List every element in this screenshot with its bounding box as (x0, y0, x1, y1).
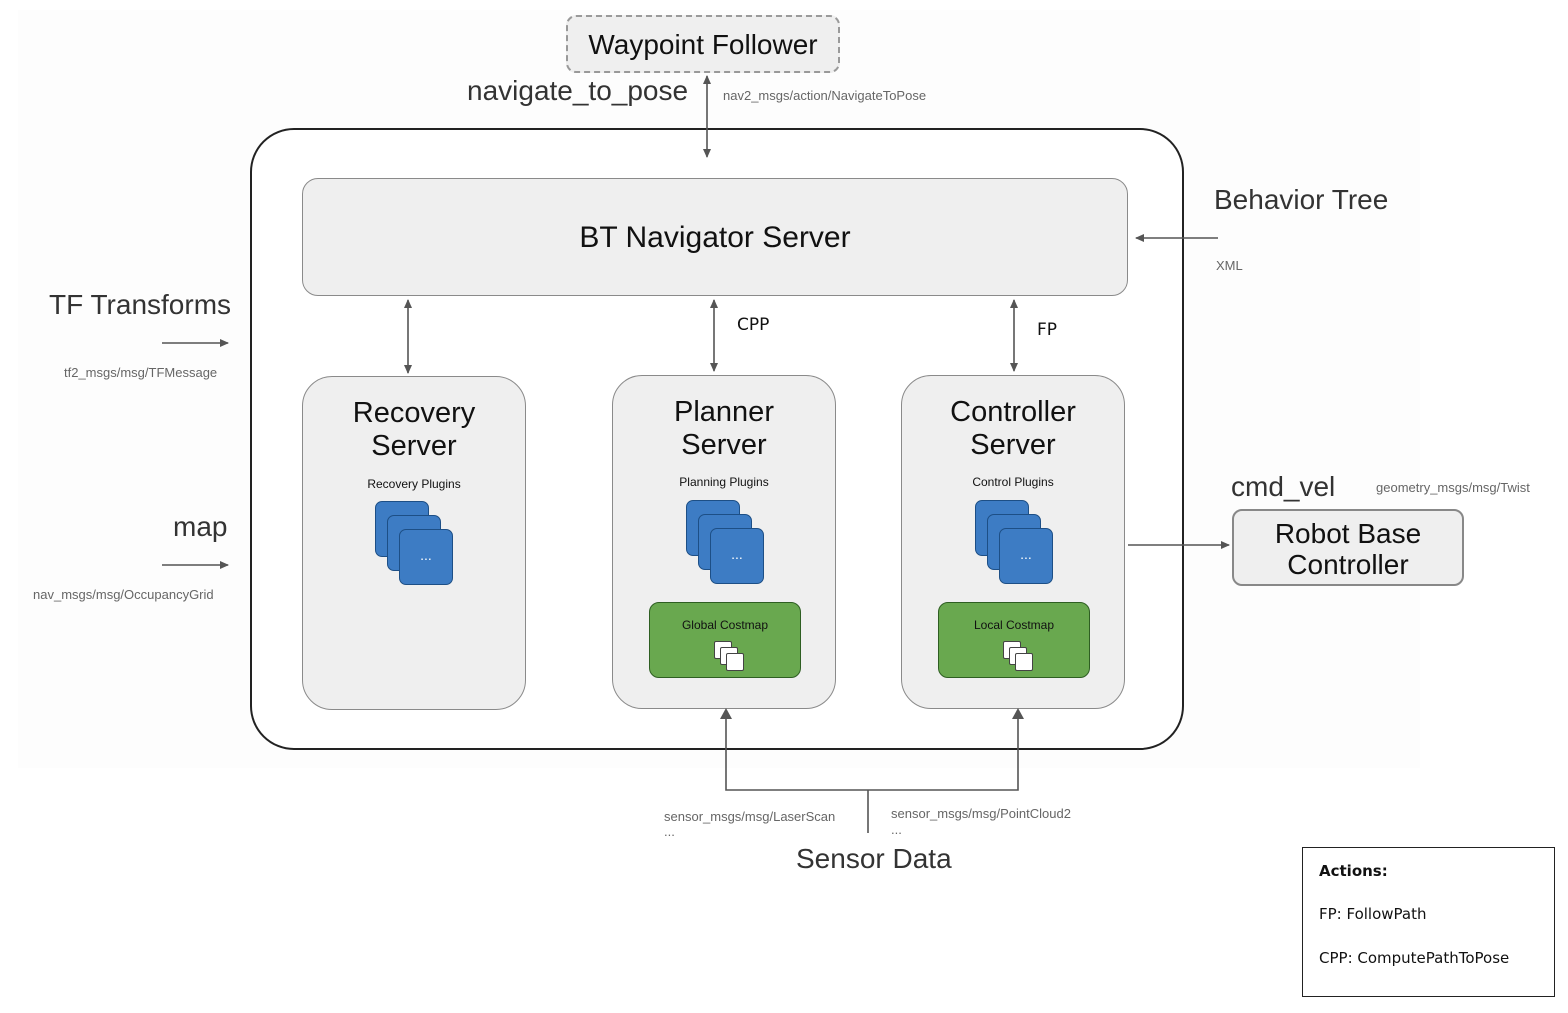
map-msg: nav_msgs/msg/OccupancyGrid (33, 587, 214, 602)
cmd-vel-label: cmd_vel (1231, 471, 1336, 502)
sensor-msg-pointcloud: sensor_msgs/msg/PointCloud2 (891, 806, 1071, 821)
local-costmap: Local Costmap (938, 602, 1090, 678)
planning-plugins-label: Planning Plugins (679, 475, 769, 489)
planning-plugins-stack: ... (686, 500, 766, 588)
layers-icon (714, 641, 746, 673)
behavior-tree-label: Behavior Tree (1214, 184, 1389, 215)
cmd-vel-msg: geometry_msgs/msg/Twist (1376, 480, 1530, 495)
global-costmap: Global Costmap (649, 602, 801, 678)
waypoint-follower-node: Waypoint Follower (566, 15, 840, 73)
navigate-to-pose-label: navigate_to_pose (467, 75, 689, 106)
sensor-msg-laserscan-more: ... (664, 824, 675, 839)
cpp-action-label: CPP (737, 315, 770, 335)
navigate-to-pose-msg: nav2_msgs/action/NavigateToPose (723, 88, 927, 103)
control-plugins-stack: ... (975, 500, 1055, 588)
recovery-plugins-label: Recovery Plugins (367, 477, 461, 491)
sensor-msg-pointcloud-more: ... (891, 822, 902, 837)
sensor-msg-laserscan: sensor_msgs/msg/LaserScan (664, 809, 836, 824)
fp-action-label: FP (1037, 320, 1058, 340)
legend-cpp: CPP: ComputePathToPose (1319, 949, 1510, 967)
local-costmap-label: Local Costmap (973, 618, 1055, 632)
legend-title: Actions: (1319, 862, 1388, 880)
recovery-plugins-stack: ... (375, 501, 455, 589)
legend-fp: FP: FollowPath (1319, 905, 1427, 923)
control-plugins-label: Control Plugins (972, 475, 1054, 489)
global-costmap-label: Global Costmap (681, 618, 769, 632)
behavior-tree-format: XML (1216, 258, 1243, 273)
bt-navigator-server: BT Navigator Server (302, 178, 1128, 296)
sensor-data-label: Sensor Data (796, 843, 952, 874)
tf-transforms-msg: tf2_msgs/msg/TFMessage (64, 365, 218, 380)
layers-icon (1003, 641, 1035, 673)
plugin-card: ... (399, 529, 453, 585)
plugin-card: ... (999, 528, 1053, 584)
tf-transforms-label: TF Transforms (49, 289, 232, 320)
map-label: map (173, 511, 228, 542)
actions-legend: Actions: FP: FollowPath CPP: ComputePath… (1302, 847, 1555, 997)
plugin-card: ... (710, 528, 764, 584)
